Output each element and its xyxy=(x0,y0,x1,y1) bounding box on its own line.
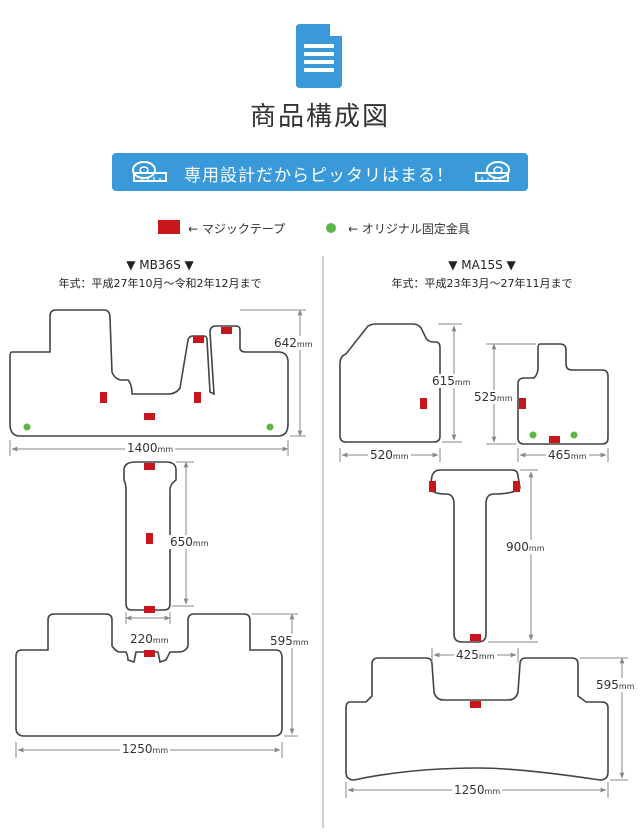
left-front-height-label: 642mm xyxy=(272,336,315,350)
velcro-mark xyxy=(194,392,201,403)
right-driver-height-label: 615mm xyxy=(430,374,473,388)
rear-mat-outline xyxy=(345,657,609,781)
velcro-mark xyxy=(470,634,481,641)
velcro-mark xyxy=(193,336,204,343)
velcro-mark xyxy=(144,463,155,470)
velcro-mark xyxy=(470,701,481,708)
right-center-height-label: 900mm xyxy=(504,540,547,554)
velcro-mark xyxy=(100,392,107,403)
page-title: 商品構成図 xyxy=(249,102,390,132)
right-model-spec: 年式：平成23年3月～27年11月まで xyxy=(391,277,573,290)
front-mat-outline xyxy=(9,309,289,437)
left-front-width-label: 1400mm xyxy=(125,441,176,455)
passenger-mat-outline xyxy=(517,343,609,445)
feature-banner: 専用設計だからピッタリはまる！ xyxy=(112,153,528,191)
velcro-mark xyxy=(144,650,155,657)
velcro-mark xyxy=(221,327,232,334)
legend-fixture-swatch xyxy=(326,223,336,233)
left-center-width-label: 220mm xyxy=(128,632,171,646)
left-model-spec: 年式：平成27年10月～令和2年12月まで xyxy=(58,277,262,290)
velcro-mark xyxy=(420,398,427,409)
right-model-name: ▼ MA15S ▼ xyxy=(448,258,516,272)
center-mat-outline xyxy=(429,469,521,643)
fixture-mark xyxy=(570,431,578,439)
left-model-name: ▼ MB36S ▼ xyxy=(126,258,194,272)
velcro-mark xyxy=(144,413,155,420)
driver-mat-outline xyxy=(339,323,441,443)
right-passenger-width-label: 465mm xyxy=(546,448,589,462)
right-center-width-label: 425mm xyxy=(454,648,497,662)
velcro-mark xyxy=(144,606,155,613)
legend-fixture-label: ← オリジナル固定金具 xyxy=(348,222,470,236)
tape-measure-icon xyxy=(475,161,510,182)
left-center-height-label: 650mm xyxy=(168,535,211,549)
left-rear-width-label: 1250mm xyxy=(120,742,171,756)
right-driver-width-label: 520mm xyxy=(368,448,411,462)
fixture-mark xyxy=(23,423,31,431)
velcro-mark xyxy=(429,481,436,492)
legend-velcro-swatch xyxy=(158,220,180,234)
velcro-mark xyxy=(513,481,520,492)
right-passenger-height-label: 525mm xyxy=(472,390,515,404)
fixture-mark xyxy=(266,423,274,431)
velcro-mark xyxy=(549,436,560,443)
right-rear-width-label: 1250mm xyxy=(452,783,503,797)
velcro-mark xyxy=(519,398,526,409)
right-rear-height-label: 595mm xyxy=(594,678,637,692)
tape-measure-icon xyxy=(132,161,167,182)
banner-text: 専用設計だからピッタリはまる！ xyxy=(184,166,454,186)
fixture-mark xyxy=(529,431,537,439)
velcro-mark xyxy=(146,533,153,544)
left-rear-height-label: 595mm xyxy=(268,634,311,648)
legend-velcro-label: ← マジックテープ xyxy=(188,222,286,236)
